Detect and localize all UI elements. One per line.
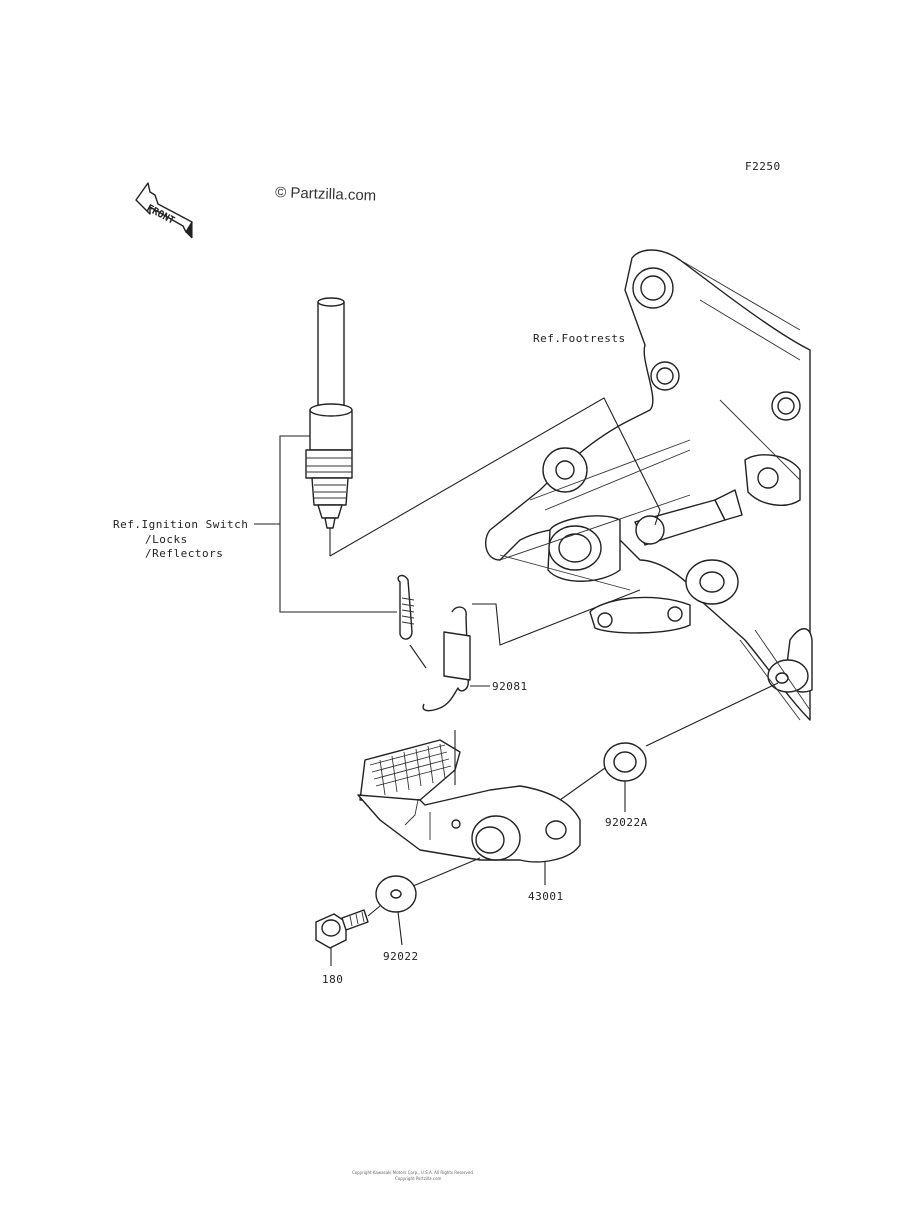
- leader-lines: [254, 397, 779, 966]
- ref-ignition-label-2: /Locks: [145, 533, 188, 546]
- front-arrow-icon: FRONT: [135, 182, 193, 239]
- brake-pedal: [357, 739, 581, 863]
- watermark: © Partzilla.com: [275, 184, 377, 205]
- callout-92022: 92022: [383, 950, 419, 963]
- return-spring: [422, 606, 471, 712]
- footrest-bracket: [484, 249, 813, 721]
- ref-ignition-label-1: Ref.Ignition Switch: [113, 518, 248, 531]
- callout-92022a: 92022A: [605, 816, 648, 829]
- diagram-code: F2250: [745, 160, 781, 173]
- switch-spring: [397, 574, 415, 640]
- callout-43001: 43001: [528, 890, 564, 903]
- ref-ignition-label-3: /Reflectors: [145, 547, 223, 560]
- footer-line-1: Copyright Kawasaki Motors Corp., U.S.A. …: [352, 1170, 474, 1175]
- pedal-tread: [369, 743, 452, 796]
- bolt-180: [315, 909, 369, 949]
- brake-switch: [305, 297, 353, 556]
- washer-92022a: [603, 742, 647, 782]
- washer-92022: [375, 875, 417, 913]
- ref-footrests-label: Ref.Footrests: [533, 332, 626, 345]
- footer-line-2: Copyright Partzilla.com: [395, 1176, 442, 1181]
- callout-92081: 92081: [492, 680, 528, 693]
- callout-180: 180: [322, 973, 343, 986]
